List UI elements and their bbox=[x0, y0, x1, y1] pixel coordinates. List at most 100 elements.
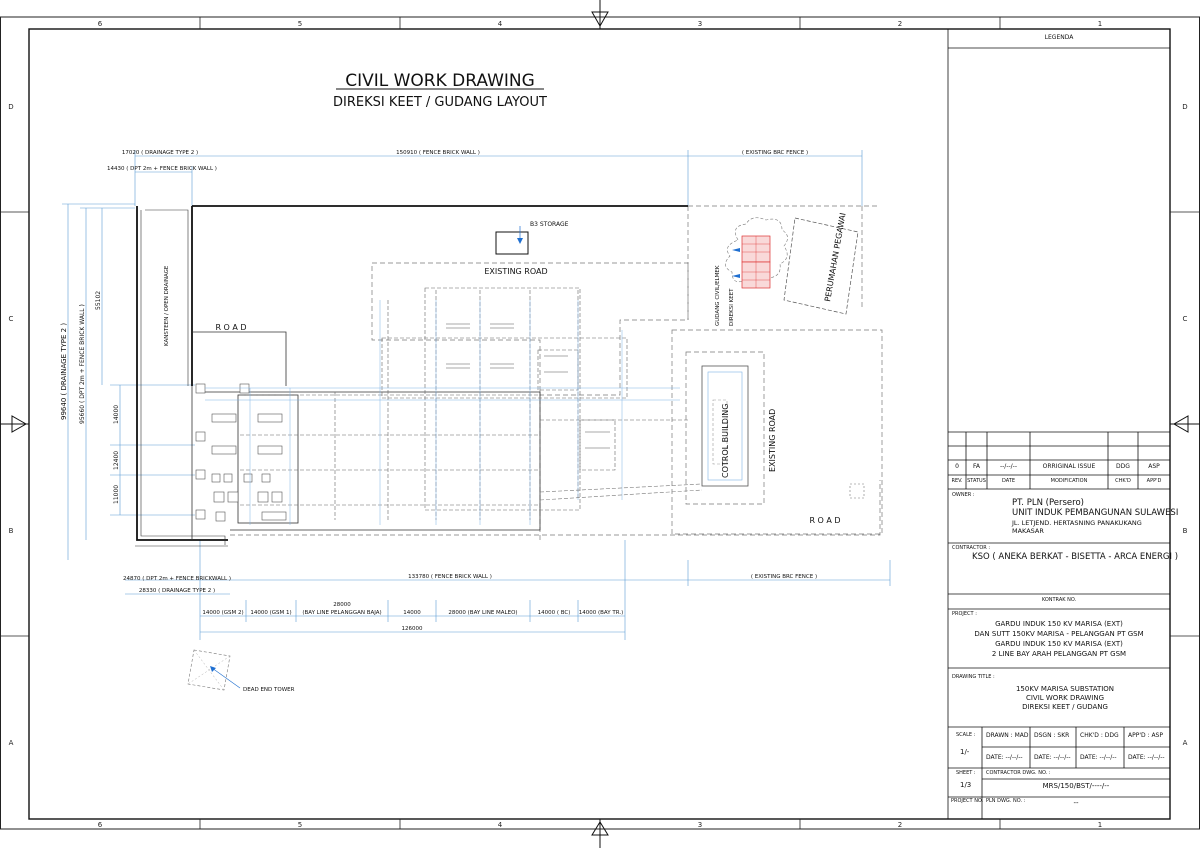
existing-road-right-label: EXISTING ROAD bbox=[768, 409, 777, 472]
row-label-c-right: C bbox=[1183, 315, 1188, 323]
control-building bbox=[701, 365, 749, 487]
project-no-label: PROJECT NO. bbox=[951, 798, 984, 804]
existing-road-top-label: EXISTING ROAD bbox=[484, 267, 547, 276]
row-label-a: A bbox=[9, 739, 14, 747]
project-line-2: DAN SUTT 150KV MARISA - PELANGGAN PT GSM bbox=[974, 630, 1144, 638]
col-label-1-bottom: 1 bbox=[1098, 821, 1102, 829]
dim-brc-top: ( EXISTING BRC FENCE ) bbox=[742, 150, 808, 156]
designed-by: DSGN : SKR bbox=[1034, 732, 1070, 739]
tree-outline bbox=[725, 217, 788, 284]
dim-drainage-bottom: 28330 ( DRAINAGE TYPE 2 ) bbox=[139, 588, 215, 594]
drawing-title-line-3: DIREKSI KEET / GUDANG bbox=[1022, 703, 1108, 711]
bay-baja: (BAY LINE PELANGGAN BAJA) bbox=[302, 610, 381, 616]
owner-name: PT. PLN (Persero) bbox=[1012, 498, 1084, 508]
checked-by: CHK'D : DDG bbox=[1080, 732, 1119, 739]
drainage-channel bbox=[135, 209, 228, 547]
control-building-room bbox=[712, 399, 728, 465]
sheet-value: 1/3 bbox=[960, 781, 972, 789]
dimension-lines bbox=[62, 150, 891, 640]
drawing-title-line-1: 150KV MARISA SUBSTATION bbox=[1015, 685, 1115, 693]
switchyard-grid bbox=[240, 287, 690, 520]
dim-fence-bottom: 133780 ( FENCE BRICK WALL ) bbox=[408, 574, 492, 580]
bay-busbars bbox=[205, 300, 680, 525]
approved-by: APP'D : ASP bbox=[1128, 732, 1163, 739]
tower-diagonal-2 bbox=[187, 655, 231, 685]
bay-gsm2: 14000 (GSM 2) bbox=[202, 610, 243, 616]
control-building-inner bbox=[707, 371, 743, 481]
scale-value: 1/- bbox=[960, 748, 970, 756]
dim-dpt-top: 14430 ( DPT 2m + FENCE BRICK WALL ) bbox=[107, 166, 217, 172]
dim-12400: 12400 bbox=[113, 451, 120, 470]
drawn-date: DATE: --/--/-- bbox=[986, 754, 1023, 761]
col-label-6-bottom: 6 bbox=[98, 821, 103, 829]
project-line-4: 2 LINE BAY ARAH PELANGGAN PT GSM bbox=[991, 650, 1127, 658]
road-right-label: R O A D bbox=[809, 516, 840, 525]
col-label-5-bottom: 5 bbox=[298, 821, 302, 829]
title-block-grid bbox=[947, 29, 1170, 819]
contractor-dwg-label: CONTRACTOR DWG. NO. : bbox=[986, 770, 1051, 776]
project-line-3: GARDU INDUK 150 KV MARISA (EXT) bbox=[995, 640, 1123, 648]
rev-header-appd: APP'D bbox=[1146, 478, 1162, 484]
col-label-5: 5 bbox=[298, 20, 302, 28]
dim-11000: 11000 bbox=[113, 485, 120, 504]
road-outline bbox=[191, 331, 541, 540]
dim-drainage-top: 17020 ( DRAINAGE TYPE 2 ) bbox=[122, 150, 198, 156]
approved-date: DATE: --/--/-- bbox=[1128, 754, 1165, 761]
rev-modification: ORRIGINAL ISSUE bbox=[1042, 463, 1096, 470]
row-label-b: B bbox=[9, 527, 14, 535]
bay-maleo: 28000 (BAY LINE MALEO) bbox=[448, 610, 517, 616]
bay-gsm1: 14000 (GSM 1) bbox=[250, 610, 291, 616]
dead-end-leader bbox=[211, 667, 241, 689]
cable-trench-2 bbox=[539, 489, 703, 501]
corner-pole bbox=[849, 483, 865, 499]
designed-date: DATE: --/--/-- bbox=[1034, 754, 1071, 761]
dim-fence-top: 150910 ( FENCE BRICK WALL ) bbox=[396, 150, 480, 156]
rev-header-modification: MODIFICATION bbox=[1050, 478, 1088, 484]
col-label-2-bottom: 2 bbox=[898, 821, 902, 829]
rev-chkd: DDG bbox=[1116, 463, 1130, 470]
rev-status: FA bbox=[972, 463, 980, 470]
rev-header-chkd: CHK'D bbox=[1115, 478, 1131, 484]
row-label-d-right: D bbox=[1182, 103, 1187, 111]
dim-14000: 14000 bbox=[113, 405, 120, 424]
existing-boundaries bbox=[192, 205, 883, 540]
dim-dpt-bottom: 24870 ( DPT 2m + FENCE BRICKWALL ) bbox=[123, 576, 231, 582]
b3-storage-box bbox=[495, 231, 529, 255]
drawing-title: CIVIL WORK DRAWING bbox=[345, 71, 535, 91]
fence-brick-wall bbox=[136, 205, 688, 541]
b3-storage-label: B3 STORAGE bbox=[530, 221, 569, 228]
legend-title: LEGENDA bbox=[1044, 34, 1074, 41]
project-line-1: GARDU INDUK 150 KV MARISA (EXT) bbox=[995, 620, 1123, 628]
dim-total: 126000 bbox=[402, 626, 423, 632]
owner-address: JL. LETJEND. HERTASNING PANAKUKANG bbox=[1012, 519, 1142, 527]
contractor-name: KSO ( ANEKA BERKAT - BISETTA - ARCA ENER… bbox=[972, 552, 1179, 562]
col-label-2: 2 bbox=[898, 20, 902, 28]
col-label-6: 6 bbox=[98, 20, 103, 28]
rev-header-date: DATE bbox=[1001, 478, 1015, 484]
road-left-label: R O A D bbox=[215, 323, 246, 332]
breaker-symbols bbox=[446, 323, 610, 449]
bay-bc: 14000 ( BC) bbox=[538, 610, 571, 616]
owner-label: OWNER : bbox=[952, 492, 975, 498]
checked-date: DATE: --/--/-- bbox=[1080, 754, 1117, 761]
row-label-b-right: B bbox=[1183, 527, 1188, 535]
bay-14000: 14000 bbox=[403, 610, 421, 616]
dim-drainage-left: 99640 ( DRAINAGE TYPE 2 ) bbox=[60, 323, 68, 420]
b3-arrow bbox=[517, 238, 523, 244]
project-label: PROJECT : bbox=[952, 611, 977, 617]
dead-end-arrow bbox=[210, 666, 216, 672]
col-label-3-bottom: 3 bbox=[698, 821, 702, 829]
col-label-4: 4 bbox=[498, 20, 503, 28]
rev-header-no: REV. bbox=[951, 478, 963, 484]
cable-trench bbox=[539, 483, 703, 493]
row-label-c: C bbox=[9, 315, 14, 323]
sheet-label: SHEET : bbox=[956, 770, 976, 776]
dead-end-label: DEAD END TOWER bbox=[243, 687, 295, 693]
owner-unit: UNIT INDUK PEMBANGUNAN SULAWESI bbox=[1012, 508, 1179, 518]
row-label-d: D bbox=[8, 103, 13, 111]
dim-brc-bottom: ( EXISTING BRC FENCE ) bbox=[751, 574, 817, 580]
contractor-dwg-no: MRS/150/BST/----/-- bbox=[1042, 782, 1110, 790]
rev-header-status: STATUS bbox=[967, 478, 986, 484]
